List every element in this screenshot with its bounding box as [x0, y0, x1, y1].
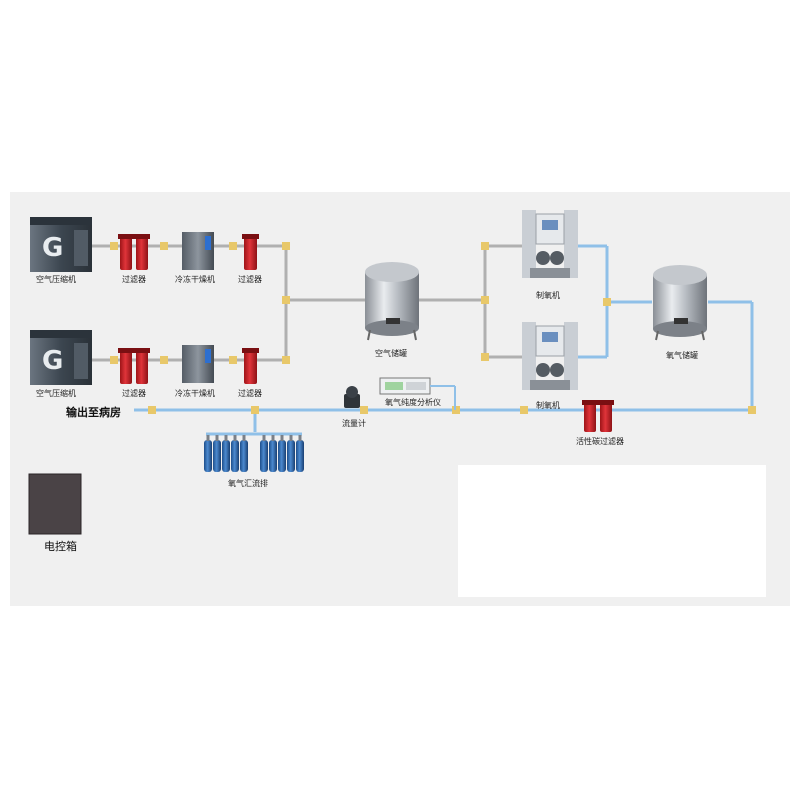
oxygen-cylinder: [278, 440, 286, 472]
air-storage-tank: [365, 262, 419, 341]
label-oxygen-tank: 氧气储罐: [666, 351, 698, 360]
control-box: [28, 473, 82, 535]
oxygen-cylinder: [269, 440, 277, 472]
label-compressor-top: 空气压缩机: [36, 275, 76, 284]
oxygen-cylinder: [213, 440, 221, 472]
label-flowmeter: 流量计: [342, 419, 366, 428]
oxygen-cylinder: [287, 440, 295, 472]
oxygen-generator-bottom: [522, 322, 578, 390]
label-filter2-top: 过滤器: [238, 275, 262, 284]
cylinder-valve: [289, 435, 293, 441]
oxygen-cylinder: [296, 440, 304, 472]
label-generator-bottom: 制氧机: [536, 401, 560, 410]
filter-pair-top: [118, 234, 150, 270]
cylinder-valve: [271, 435, 275, 441]
cylinder-valve: [242, 435, 246, 441]
cylinder-valve: [206, 435, 210, 441]
label-filter2-bottom: 过滤器: [238, 389, 262, 398]
filter-pair-bottom: [118, 348, 150, 384]
flowmeter: [344, 386, 360, 408]
oxygen-cylinder: [231, 440, 239, 472]
refrigerated-dryer-top: [182, 232, 214, 270]
label-analyzer: 氧气纯度分析仪: [385, 398, 441, 407]
svg-text:G: G: [42, 346, 63, 376]
air-pipe-joints: [110, 242, 489, 364]
svg-text:G: G: [42, 233, 63, 263]
oxygen-purity-analyzer: [379, 377, 456, 410]
label-compressor-bottom: 空气压缩机: [36, 389, 76, 398]
cylinder-valve: [298, 435, 302, 441]
cylinder-valve: [233, 435, 237, 441]
cylinder-valve: [280, 435, 284, 441]
label-manifold: 氧气汇流排: [228, 479, 268, 488]
oxygen-cylinder: [222, 440, 230, 472]
label-air-tank: 空气储罐: [375, 349, 407, 358]
oxygen-cylinder: [240, 440, 248, 472]
label-filter1-top: 过滤器: [122, 275, 146, 284]
label-dryer-top: 冷冻干燥机: [175, 275, 215, 284]
label-filter1-bottom: 过滤器: [122, 389, 146, 398]
refrigerated-dryer-bottom: [182, 345, 214, 383]
label-generator-top: 制氧机: [536, 291, 560, 300]
air-compressor-bottom: G: [30, 330, 92, 385]
oxygen-storage-tank: [653, 265, 707, 341]
oxygen-cylinder: [204, 440, 212, 472]
oxygen-manifold: [204, 435, 304, 472]
label-carbon-filter: 活性碳过滤器: [576, 437, 624, 446]
oxygen-cylinder: [260, 440, 268, 472]
blank-area: [458, 465, 766, 597]
oxygen-pipes: [134, 244, 754, 436]
air-pipes: [92, 244, 522, 362]
cylinder-valve: [224, 435, 228, 441]
air-compressor-top: G: [30, 217, 92, 272]
label-control-box: 电控箱: [44, 540, 77, 553]
carbon-filter: [582, 400, 614, 432]
oxygen-generator-top: [522, 210, 578, 278]
filter-single-top: [242, 234, 259, 270]
cylinder-valve: [215, 435, 219, 441]
filter-single-bottom: [242, 348, 259, 384]
label-dryer-bottom: 冷冻干燥机: [175, 389, 215, 398]
cylinder-valve: [262, 435, 266, 441]
label-output-to-ward: 输出至病房: [66, 406, 121, 419]
